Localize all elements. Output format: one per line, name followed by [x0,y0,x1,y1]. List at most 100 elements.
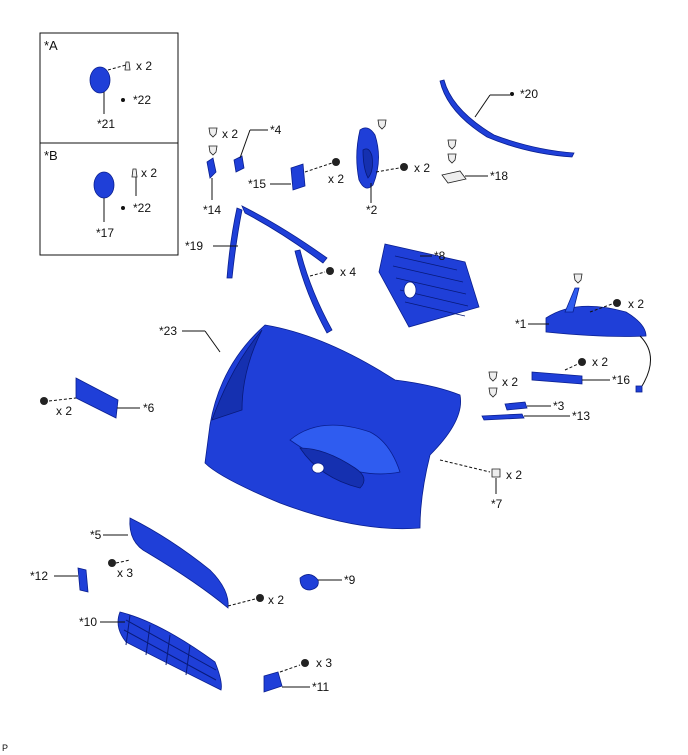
callout-1: *1 [515,317,527,331]
dash-1 [589,303,613,313]
clip-icon [124,61,131,71]
point-dot [121,206,125,210]
panel-a-part-22: *22 [133,93,151,107]
panel-b-qty: x 2 [141,166,157,180]
panel-a-part-21: *21 [97,117,115,131]
callout-18: *18 [490,169,508,183]
bracket-18-shape [441,170,467,184]
clip-icon [488,371,498,382]
dash-11 [279,664,301,673]
panel-b-tag: *B [44,148,58,163]
bolt-icon [332,158,340,166]
point-dot [121,98,125,102]
callout-11: *11 [312,680,329,694]
panel-a-dash [107,64,127,71]
dash-15 [304,162,333,173]
bracket-12-shape [77,567,89,593]
qty-5b: x 2 [268,593,284,607]
qty-11: x 3 [316,656,332,670]
grille-opening [403,281,417,299]
qty-2: x 2 [414,161,430,175]
qty-16: x 2 [592,355,608,369]
leader-20b [474,94,491,118]
part-11-bracket: x 3 *11 [263,656,332,694]
clip-icon [131,168,138,178]
panel-b-part-17: *17 [96,226,114,240]
part-2-fog-lamp: *2 x 2 [356,119,430,217]
plate-bracket-shape [75,377,119,419]
bolt-icon [326,267,334,275]
callout-2: *2 [366,203,378,217]
part-5-lower-grille: *5 x 3 x 2 [90,517,284,609]
callout-6: *6 [143,401,155,415]
bolt-icon [108,559,116,567]
washer-nozzle-cover-b [93,171,115,199]
qty-19: x 4 [340,265,356,279]
lower-grille-shape [129,517,229,609]
dash-7 [439,459,491,473]
part-18-bracket: *18 [441,139,508,184]
bolt-icon [578,358,586,366]
callout-15: *15 [248,177,266,191]
callout-7: *7 [491,497,503,511]
panel-b-part-22: *22 [133,201,151,215]
callout-13: *13 [572,409,590,423]
cover-9-shape [299,574,319,591]
clip-icon [447,153,457,164]
dash-19 [309,271,326,277]
panel-a-tag: *A [44,38,58,53]
part-7-clip: x 2 *7 [439,459,522,511]
dash-5b [227,598,256,607]
grille-bars [392,255,469,317]
part-19-retainer: *19 x 4 [185,205,356,334]
molding-strip-shape [439,79,575,158]
lamp-wire [639,335,651,387]
part-1-lamp-assembly: x 2 *1 [515,273,651,393]
bracket-4-shape [233,155,245,173]
dash-5 [115,559,131,564]
callout-23: *23 [159,324,177,338]
qty-6: x 2 [56,404,72,418]
qty-7: x 2 [506,468,522,482]
clip-icon [208,127,218,138]
callout-3: *3 [553,399,565,413]
part-8-grille: *8 [378,243,480,328]
point-dot [510,92,514,96]
retainer-right-shape [294,249,333,334]
leader-4 [239,129,251,159]
callout-20: *20 [520,87,538,101]
bolt-icon [400,163,408,171]
clip-icon [491,468,501,478]
part-9-cover: *9 [299,573,356,591]
lower-mesh-shape [117,611,222,691]
bracket-11-shape [263,671,283,693]
fog-lamp-lens [362,148,373,179]
corner-mark: P [2,743,8,753]
part-10-lower-mesh: *10 [79,611,222,691]
bracket-3-shape [504,401,528,411]
inset-panel: *A x 2 *22 *21 *B x 2 *22 *17 [39,32,179,256]
lamp-housing-shape [545,305,647,337]
callout-16: *16 [612,373,630,387]
part-12-bracket: *12 [30,567,89,593]
clip-icon [573,273,583,284]
bumper-left-side [211,329,263,421]
fog-lamp-opening [311,462,325,474]
callout-8: *8 [434,249,446,263]
callout-4: *4 [270,123,282,137]
callout-5: *5 [90,528,102,542]
retainer-upper-shape [241,205,328,264]
bracket-16-shape [531,371,583,385]
qty-14: x 2 [222,127,238,141]
clip-icon [377,119,387,130]
callout-9: *9 [344,573,356,587]
part-20-upper-molding: *20 [439,79,575,158]
clip-icon [447,139,457,150]
part-14-4-brackets: x 2 *14 *4 [203,123,282,217]
mesh-pattern [123,614,217,681]
bolt-icon [40,397,48,405]
bolt-icon [613,299,621,307]
panel-a-qty: x 2 [136,59,152,73]
lamp-connector [635,385,643,393]
